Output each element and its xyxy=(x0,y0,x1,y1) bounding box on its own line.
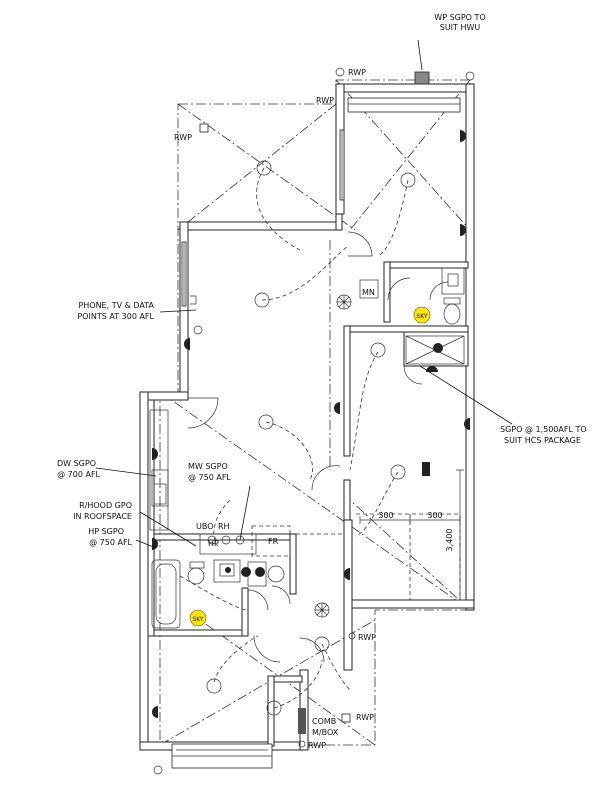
rwp-label-second: RWP xyxy=(316,96,334,105)
comb-label: COMB xyxy=(312,717,336,726)
dim-3400: 3,400 xyxy=(445,529,454,552)
rwp-label-living: RWP xyxy=(174,133,192,142)
rwp-symbols xyxy=(153,67,475,775)
skylights xyxy=(189,306,431,627)
sgpo-hcs-label-1: SGPO @ 1,500AFL TO xyxy=(500,425,587,434)
hp-sgpo-label-1: HP SGPO xyxy=(88,527,124,536)
mbox-label: M/BOX xyxy=(312,728,339,737)
gpo-markers xyxy=(152,71,470,734)
annotations: WP SGPO TO SUIT HWU RWP RWP RWP RWP RWP … xyxy=(57,13,587,750)
skylight-ensuite xyxy=(413,306,431,324)
outer-walls xyxy=(139,83,475,751)
wp-sgpo-label-2: SUIT HWU xyxy=(440,23,481,32)
sky-label-ensuite: SKY xyxy=(416,313,428,320)
interior-walls xyxy=(147,213,469,747)
dimension-lines xyxy=(359,469,464,601)
mw-sgpo-label-1: MW SGPO xyxy=(188,462,228,471)
skylight-bathroom xyxy=(189,609,207,627)
rwp-label-top-left: RWP xyxy=(348,68,366,77)
rhood-label-1: R/HOOD GPO xyxy=(79,501,132,510)
dw-sgpo-label-1: DW SGPO xyxy=(57,459,96,468)
dim-300-left: 300 xyxy=(378,511,393,520)
rhood-label-2: IN ROOFSPACE xyxy=(73,512,132,521)
fr-label: FR xyxy=(268,537,279,546)
rwp-label-mid: RWP xyxy=(358,633,376,642)
fixtures xyxy=(149,267,465,629)
mn-label: MN xyxy=(362,288,375,297)
ubo-label: UBO xyxy=(196,522,214,531)
leader-lines xyxy=(95,39,513,549)
rwp-label-comb: RWP xyxy=(356,713,374,722)
dashed-zones xyxy=(251,513,461,600)
rh-label: RH xyxy=(218,522,230,531)
hp-label: HP xyxy=(208,539,219,548)
phone-tv-label-1: PHONE, TV & DATA xyxy=(78,301,154,310)
sgpo-hcs-label-2: SUIT HCS PACKAGE xyxy=(504,436,581,445)
wp-sgpo-label-1: WP SGPO TO xyxy=(434,13,485,22)
rwp-label-bottom: RWP xyxy=(308,741,326,750)
light-points xyxy=(206,160,416,716)
sky-label-bathroom: SKY xyxy=(192,616,204,623)
dim-300-right: 300 xyxy=(427,511,442,520)
mw-sgpo-label-2: @ 750 AFL xyxy=(188,473,231,482)
hp-sgpo-label-2: @ 750 AFL xyxy=(89,538,132,547)
switch-wiring xyxy=(179,167,409,709)
phone-tv-label-2: POINTS AT 300 AFL xyxy=(77,312,154,321)
windows xyxy=(171,97,461,769)
doors xyxy=(187,231,449,663)
dw-sgpo-label-2: @ 700 AFL xyxy=(57,470,100,479)
